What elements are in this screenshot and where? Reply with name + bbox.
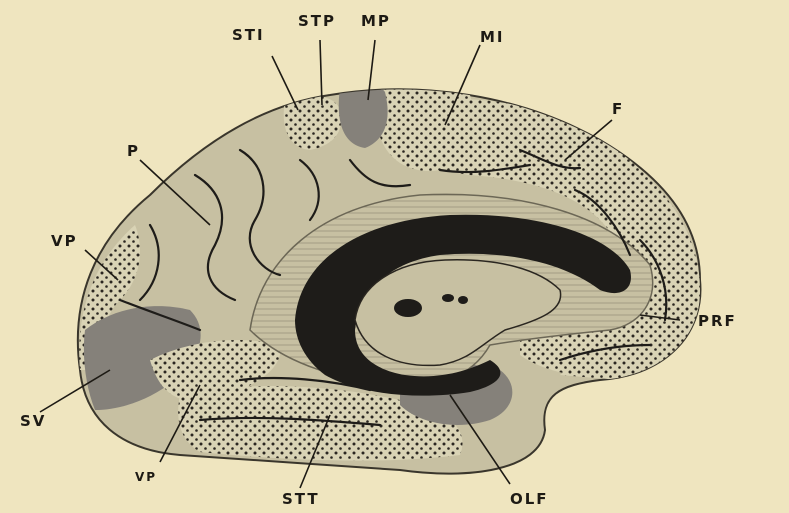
label-sti: STI bbox=[232, 26, 265, 44]
small-foramen-1 bbox=[442, 294, 454, 302]
intermediate-mass bbox=[394, 299, 422, 317]
label-vp-lower: VP bbox=[135, 470, 157, 484]
label-mp: MP bbox=[361, 12, 391, 30]
label-stt: STT bbox=[282, 490, 320, 508]
label-f: F bbox=[612, 100, 624, 118]
label-olf: OLF bbox=[510, 490, 549, 508]
label-p: P bbox=[127, 142, 140, 160]
label-prf: PRF bbox=[698, 312, 737, 330]
small-foramen-2 bbox=[458, 296, 468, 304]
label-stp: STP bbox=[298, 12, 336, 30]
label-vp-upper: VP bbox=[51, 232, 78, 250]
label-mi: MI bbox=[480, 28, 505, 46]
label-sv: SV bbox=[20, 412, 46, 430]
